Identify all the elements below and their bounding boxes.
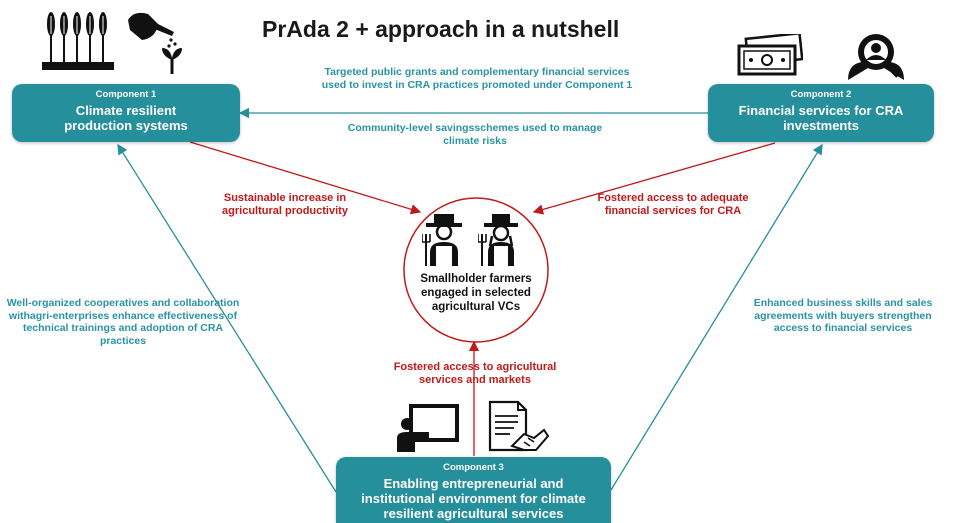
bottom-red-text: Fostered access to agricultural services… (393, 361, 557, 386)
right-red-text: Fostered access to adequate financial se… (597, 192, 749, 217)
arrow-c1-to-center (189, 141, 422, 215)
component-3-name: Enabling entrepreneurial and institution… (361, 476, 586, 521)
component-2-name: Financial services for CRA investments (738, 103, 904, 133)
page-title: PrAda 2 + approach in a nutshell (262, 16, 620, 42)
wheat-field-icon (42, 10, 114, 74)
top-savings-text: Community-level savingsschemes used to m… (347, 122, 603, 147)
watering-can-icon (124, 8, 190, 76)
center-circle (403, 197, 549, 343)
center-text: Smallholder farmers engaged in selected … (420, 273, 532, 313)
component-3-box: Component 3 Enabling entrepreneurial and… (336, 457, 611, 523)
top-grants-text: Targeted public grants and complementary… (321, 66, 633, 91)
arrow-c3-to-c2 (610, 143, 823, 491)
female-farmer-icon (478, 212, 524, 266)
left-teal-text: Well-organized cooperatives and collabor… (6, 297, 240, 347)
right-teal-text: Enhanced business skills and sales agree… (753, 297, 933, 334)
arrow-c3-to-c1 (117, 143, 337, 493)
contract-handshake-icon (488, 400, 550, 456)
component-1-box: Component 1 Climate resilient production… (12, 84, 240, 142)
investor-search-icon (844, 30, 908, 82)
arrow-c2-to-center (532, 142, 776, 215)
component-1-name: Climate resilient production systems (64, 103, 188, 133)
presentation-icon (395, 404, 461, 452)
component-2-box: Component 2 Financial services for CRA i… (708, 84, 934, 142)
banknote-icon (737, 34, 803, 76)
farmer-icon (422, 212, 468, 266)
left-red-text: Sustainable increase in agricultural pro… (222, 192, 348, 217)
component-2-label: Component 2 (790, 89, 852, 100)
component-3-label: Component 3 (443, 462, 504, 473)
component-1-label: Component 1 (95, 89, 157, 100)
